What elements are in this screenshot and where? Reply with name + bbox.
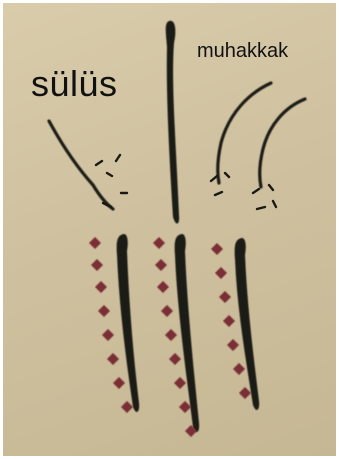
tall-alif-stroke [166, 21, 179, 224]
sulus-curve-stroke [49, 121, 113, 209]
sulus-small-marks [96, 155, 127, 207]
muhakkak-curve-stroke-2 [260, 99, 305, 187]
sulus-label: sülüs [31, 63, 118, 105]
muhakkak-label: muhakkak [197, 40, 288, 63]
muhakkak-curve-stroke-1 [218, 83, 271, 183]
alif-stroke-middle [175, 234, 200, 432]
muhakkak-small-marks [211, 173, 276, 209]
alif-stroke-right [235, 238, 260, 410]
